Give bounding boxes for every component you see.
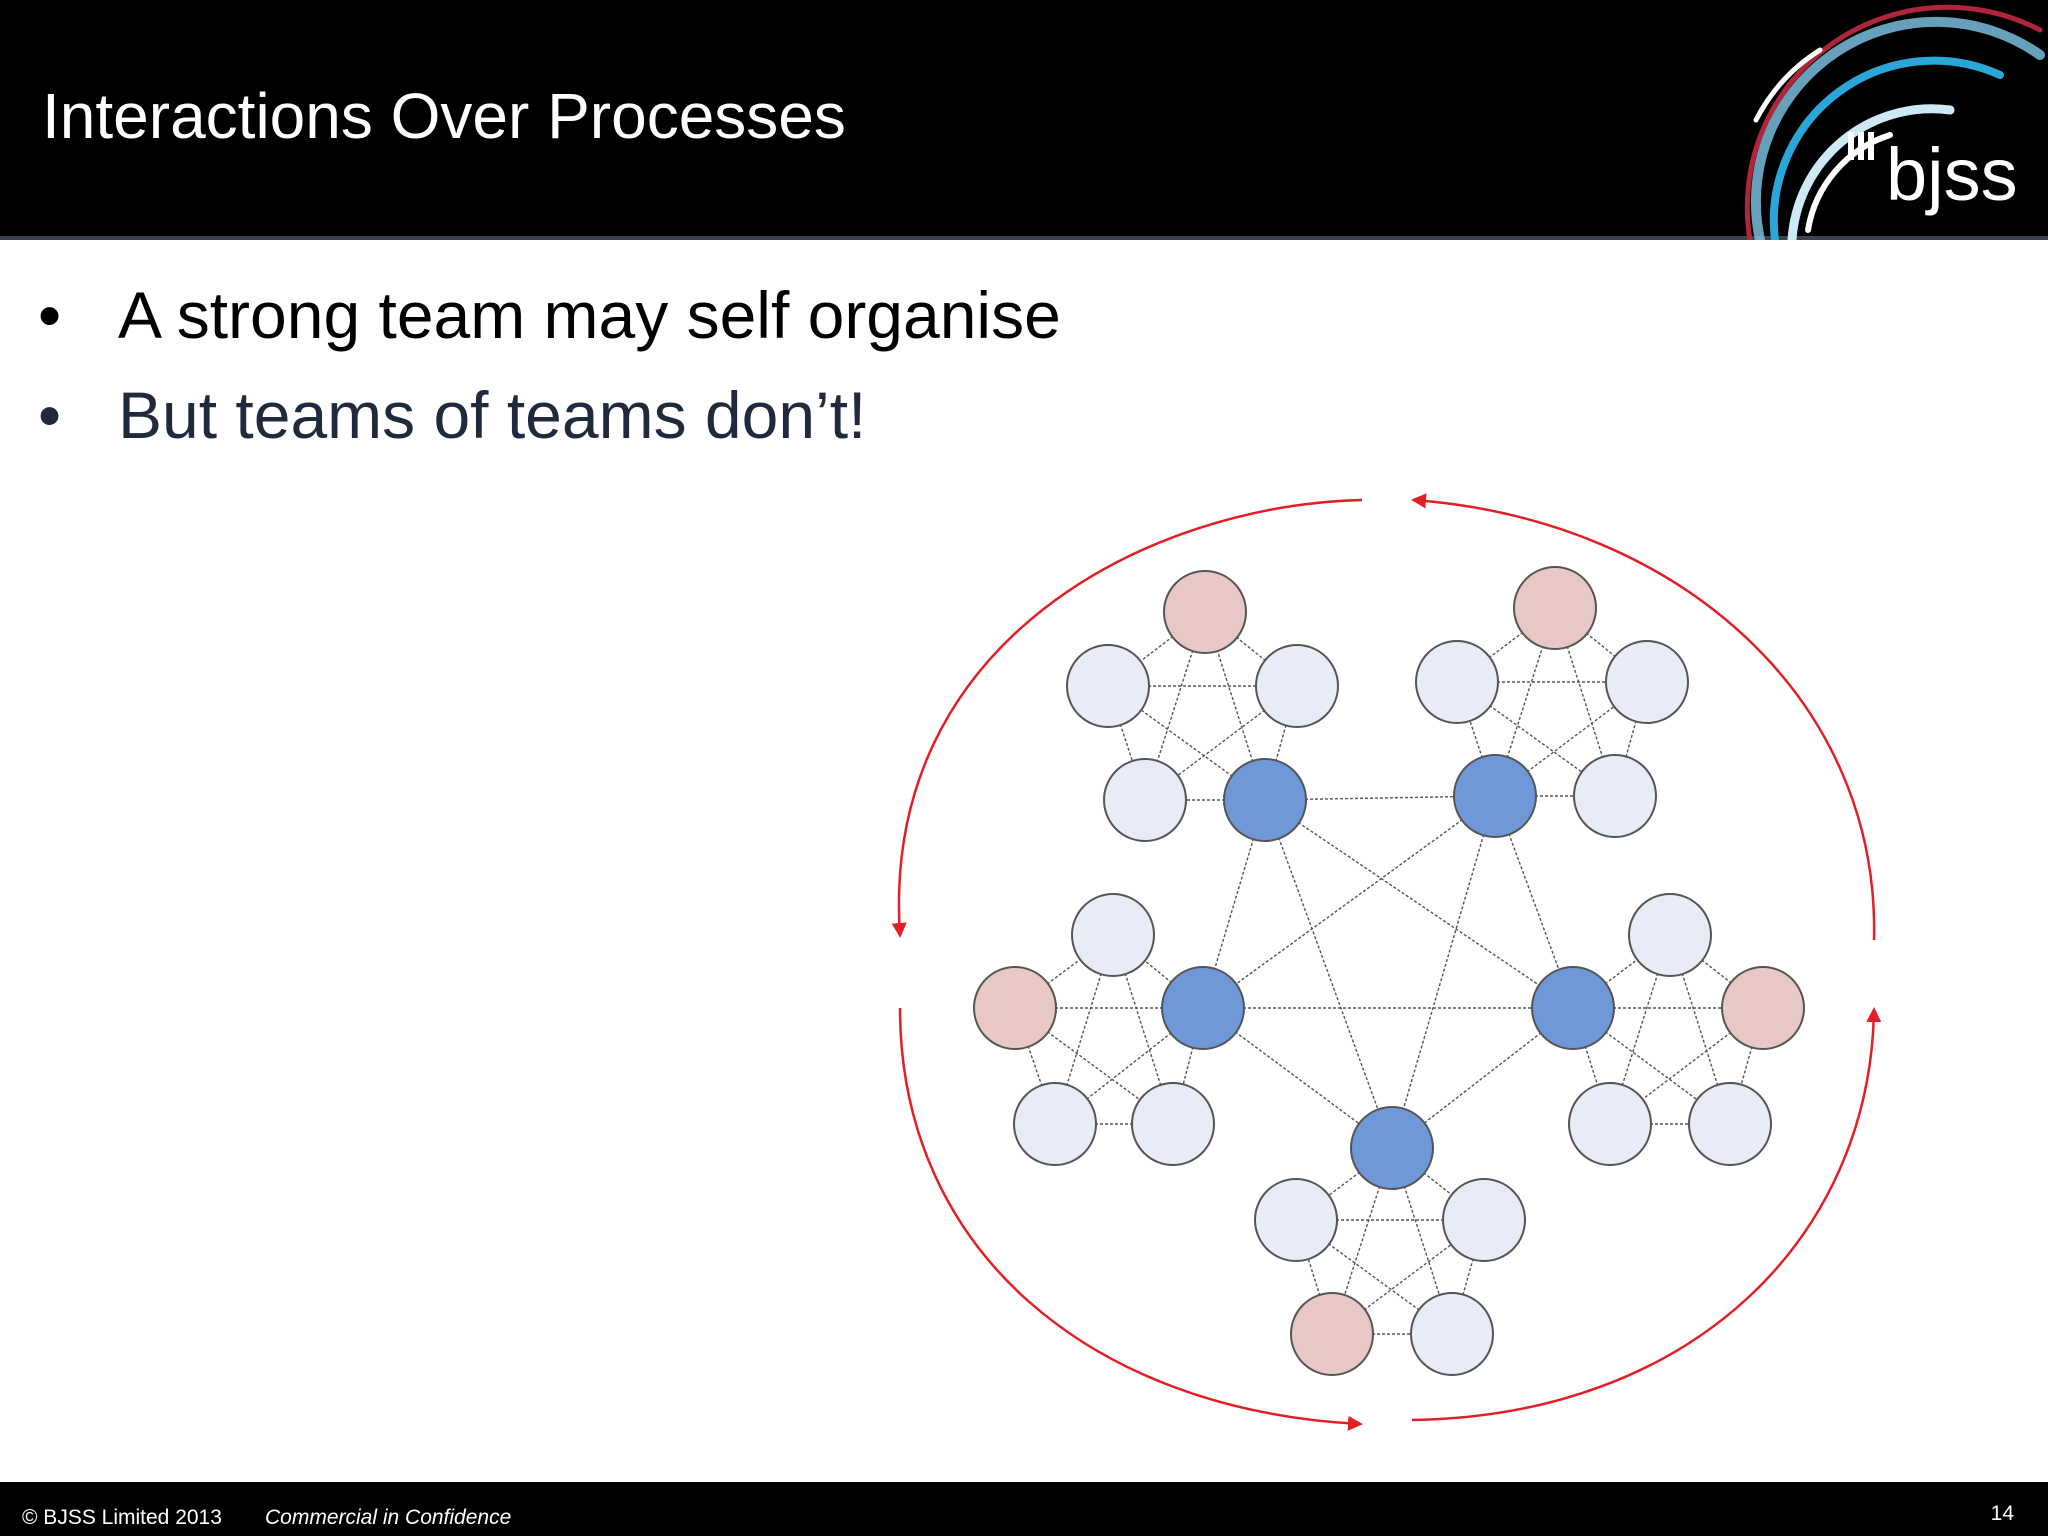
lead-edge — [1202, 795, 1496, 1009]
slide-title: Interactions Over Processes — [42, 80, 846, 152]
team-lead-node — [1453, 754, 1537, 838]
team-highlight-node — [1513, 566, 1597, 650]
team-lead-node — [1350, 1106, 1434, 1190]
team-member-node — [1442, 1178, 1526, 1262]
team-member-node — [1103, 758, 1187, 842]
bullet-dot: • — [38, 378, 62, 452]
copyright-text: © BJSS Limited 2013 — [22, 1506, 222, 1529]
lead-edge — [1264, 799, 1393, 1149]
slide-header: Interactions Over Processes bjss — [0, 0, 2048, 240]
arrow-arc-top-left — [891, 498, 1363, 938]
team-lead-node — [1161, 966, 1245, 1050]
arrow-arc-bottom-left — [898, 1007, 1363, 1431]
bullet-text-2: But teams of teams don’t! — [118, 378, 867, 452]
team-member-node — [1605, 640, 1689, 724]
team-lead-node — [1531, 966, 1615, 1050]
bullet-dot: • — [38, 278, 62, 352]
team-member-node — [1013, 1082, 1097, 1166]
circular-arrows — [891, 493, 1882, 1431]
bjss-logo: bjss — [1744, 4, 2045, 240]
bjss-logo-text: bjss — [1886, 133, 2018, 216]
team-highlight-node — [1290, 1292, 1374, 1376]
team-member-node — [1255, 644, 1339, 728]
lead-edge — [1391, 795, 1496, 1149]
confidentiality-text: Commercial in Confidence — [265, 1506, 512, 1529]
lead-edge — [1264, 799, 1574, 1009]
team-highlight-node — [1163, 570, 1247, 654]
team-highlight-node — [1721, 966, 1805, 1050]
team-highlight-node — [973, 966, 1057, 1050]
slide-footer: © BJSS Limited 2013 Commercial in Confid… — [0, 1482, 2048, 1536]
bullet-text-1: A strong team may self organise — [118, 278, 1061, 352]
team-member-node — [1688, 1082, 1772, 1166]
page-number: 14 — [1990, 1502, 2014, 1525]
team-member-node — [1131, 1082, 1215, 1166]
team-member-node — [1066, 644, 1150, 728]
team-member-node — [1415, 640, 1499, 724]
team-member-node — [1568, 1082, 1652, 1166]
team-member-node — [1071, 893, 1155, 977]
team-lead-node — [1223, 758, 1307, 842]
arrow-arc-bottom-right — [1411, 1007, 1882, 1422]
team-member-node — [1573, 754, 1657, 838]
team-member-node — [1410, 1292, 1494, 1376]
team-member-node — [1628, 893, 1712, 977]
arrow-arc-top-right — [1411, 493, 1876, 941]
network-nodes — [973, 566, 1805, 1376]
team-member-node — [1254, 1178, 1338, 1262]
